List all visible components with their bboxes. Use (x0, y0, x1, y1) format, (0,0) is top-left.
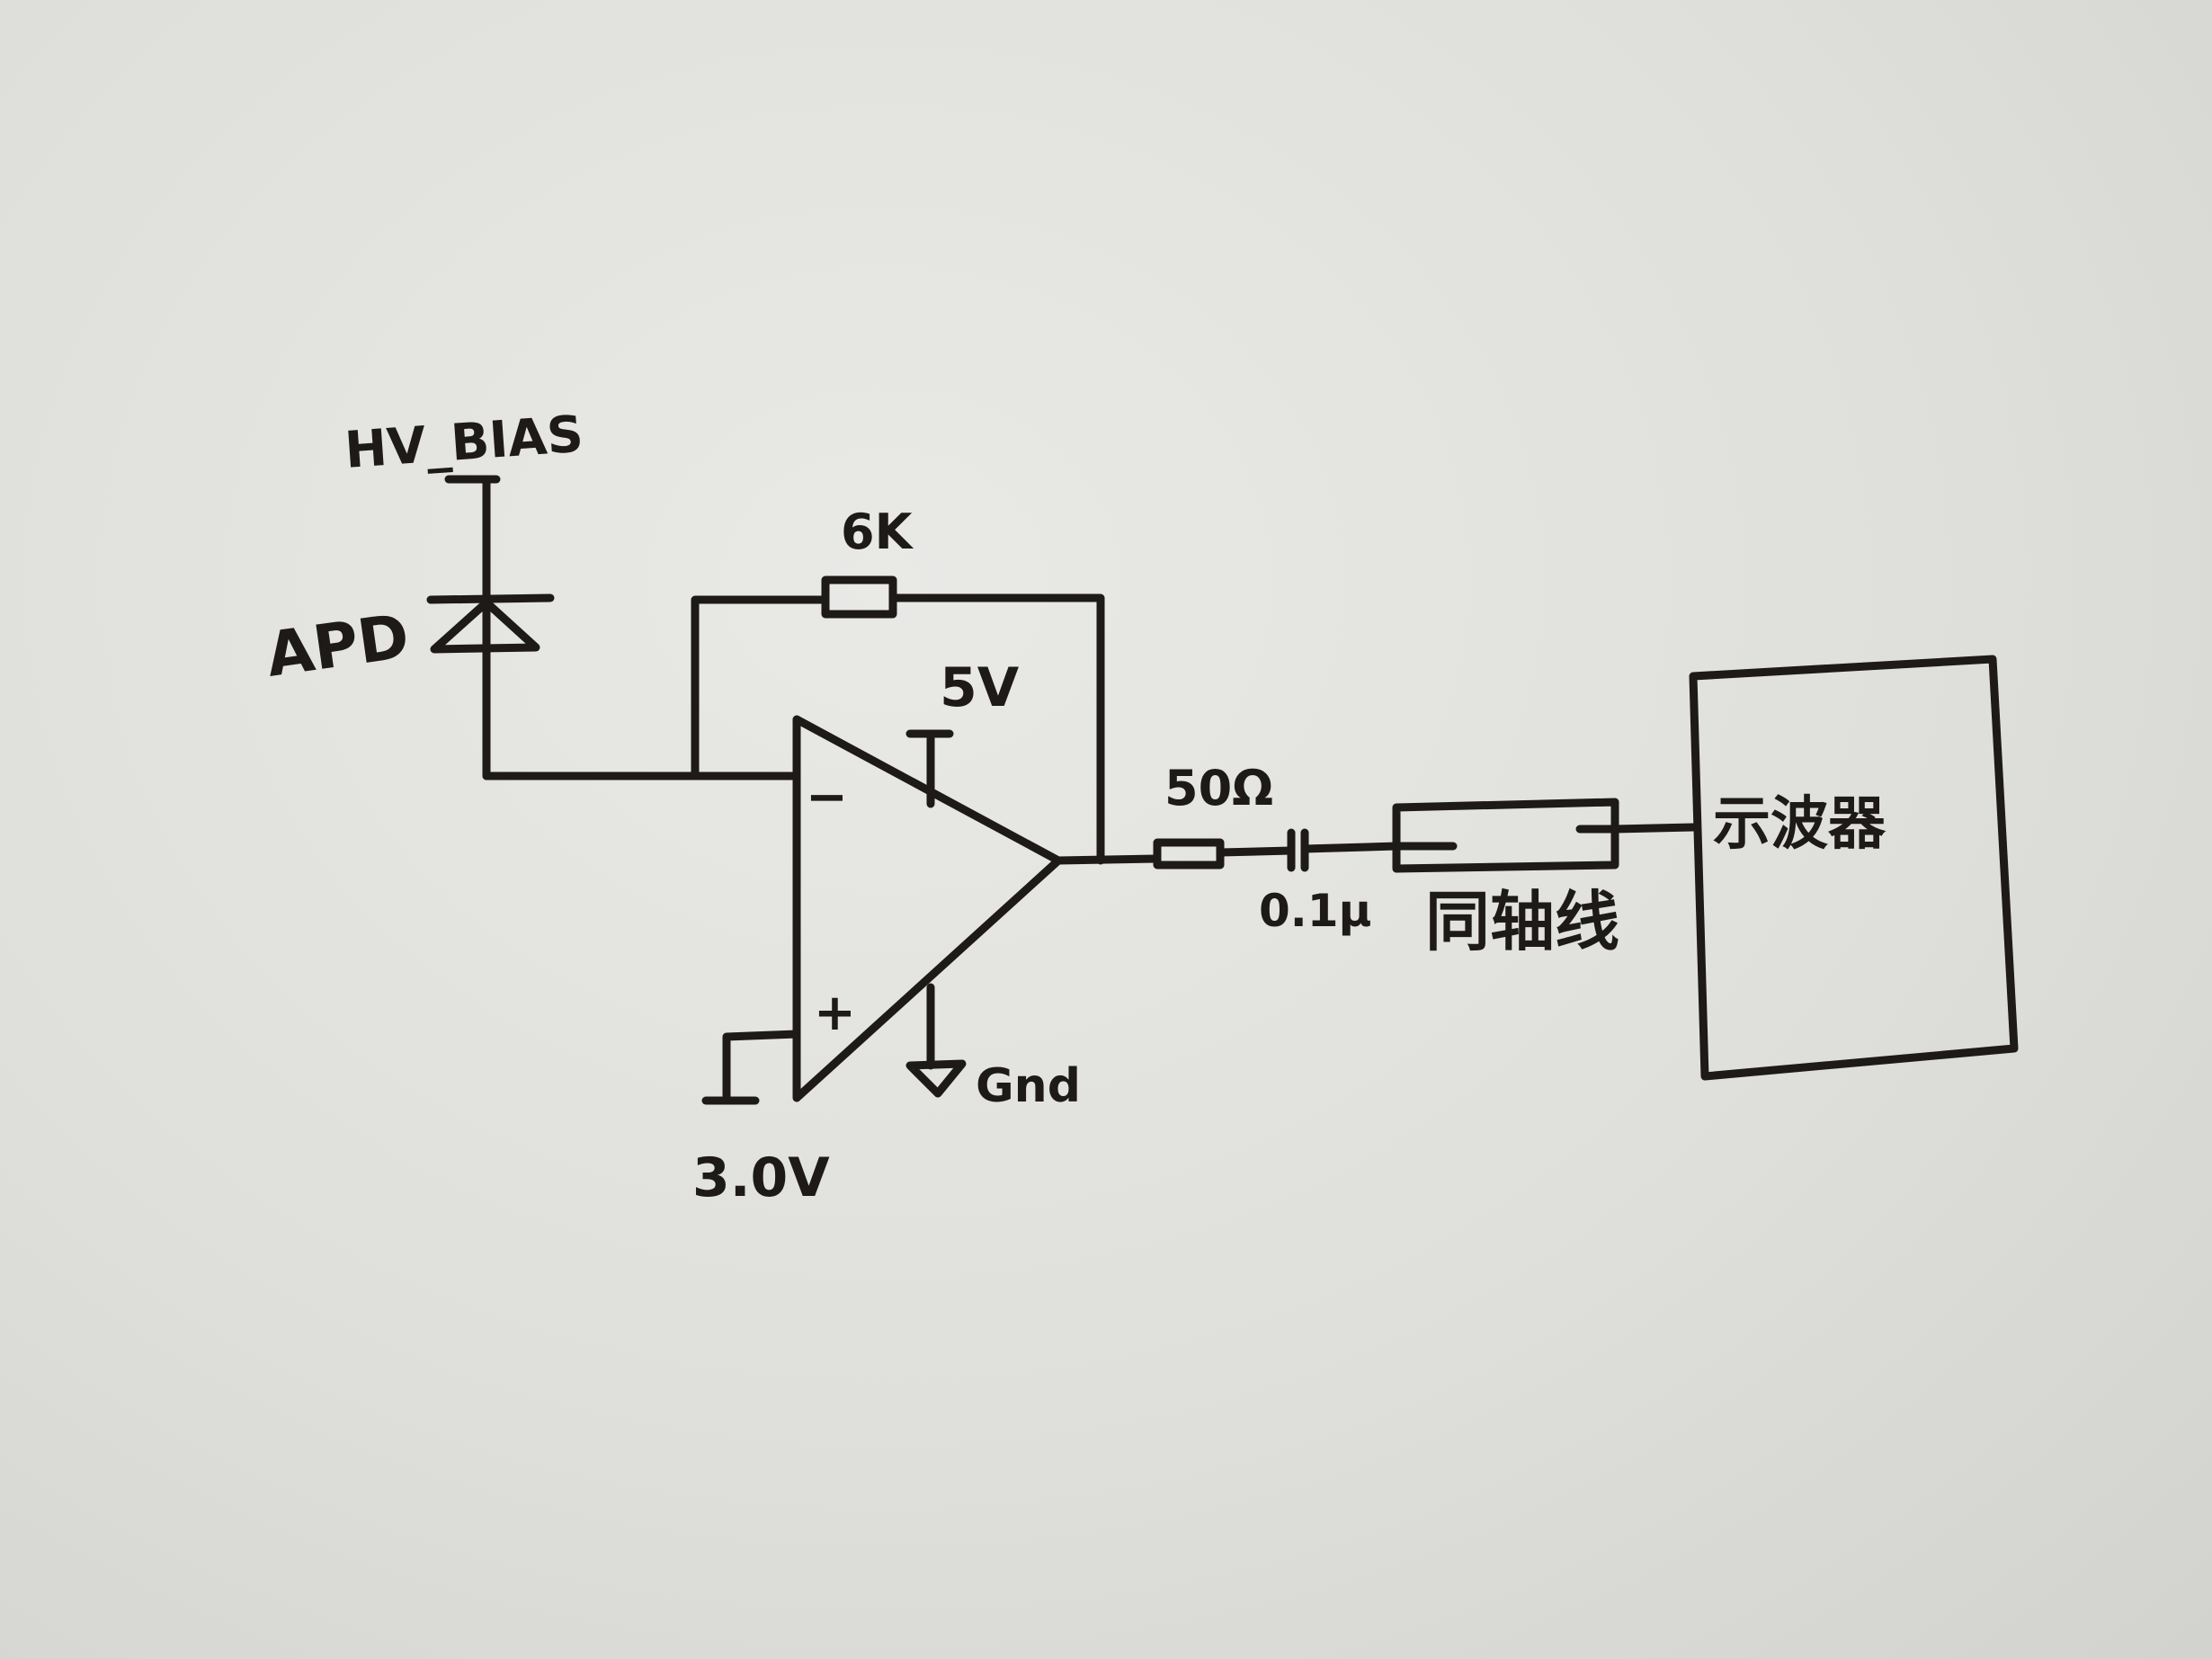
ground-label: Gnd (976, 1059, 1081, 1113)
oscilloscope-box (1689, 655, 2019, 1081)
supply-label: 5V (940, 656, 1020, 719)
feedback-resistor (821, 575, 897, 619)
minus-label: − (806, 768, 848, 826)
reference-input (701, 1030, 801, 1105)
wire-to-scope (1610, 823, 1698, 834)
coax-label: 同轴线 (1425, 884, 1619, 959)
capacitor-label: 0.1μ (1259, 885, 1371, 937)
wire-output (1054, 854, 1162, 865)
apd-diode-symbol (426, 593, 555, 654)
apd-label: APD (262, 601, 413, 691)
hv-bias-label: HV_BIAS (343, 406, 584, 480)
plus-label: + (814, 984, 856, 1042)
oscilloscope-label: 示波器 (1713, 791, 1886, 858)
series-resistor (1153, 838, 1225, 870)
ground-pin (905, 983, 967, 1098)
feedback-resistor-label: 6K (841, 504, 914, 560)
series-resistor-label: 50Ω (1164, 760, 1273, 816)
ground-icon (905, 1059, 967, 1098)
reference-label: 3.0V (692, 1146, 830, 1209)
supply-pin (905, 729, 954, 808)
hv-bias-terminal (444, 475, 501, 780)
feedback-loop (691, 575, 1105, 865)
coax-cable-symbol (1392, 798, 1619, 873)
